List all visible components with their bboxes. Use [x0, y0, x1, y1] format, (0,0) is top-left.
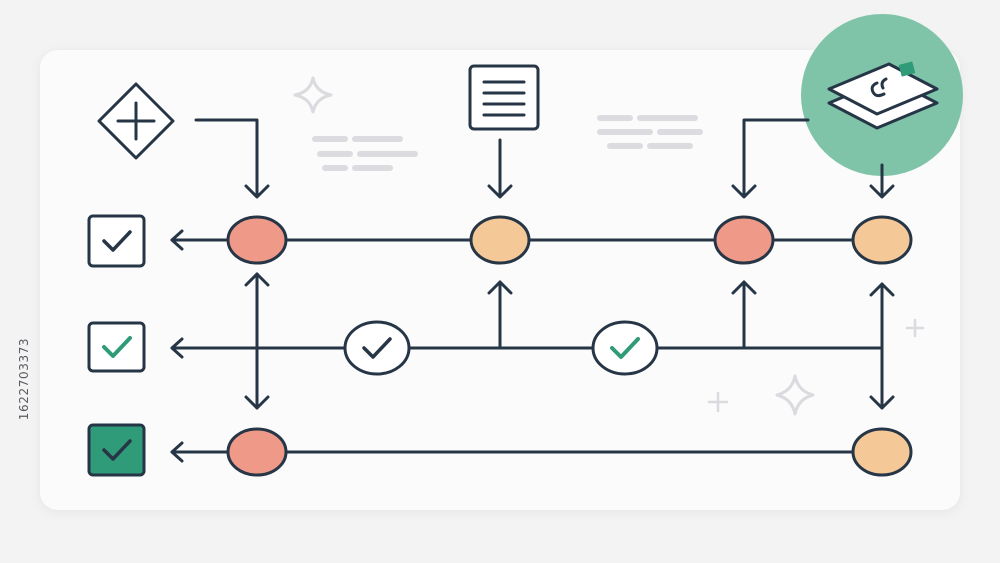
sparkle-icon: [775, 374, 815, 416]
arrowhead-up: [244, 272, 270, 287]
process-node[interactable]: [469, 215, 531, 265]
arrowhead-down: [731, 184, 757, 199]
process-node[interactable]: [226, 427, 288, 477]
check-icon: [362, 337, 392, 359]
document-lines-icon: [468, 64, 540, 131]
plus-icon: [707, 391, 729, 413]
stock-id-label: 1622703373: [17, 337, 31, 421]
arrowhead-left: [170, 337, 184, 359]
check-icon: [102, 439, 132, 461]
arrowhead-left: [170, 229, 184, 251]
sparkle-icon: [293, 76, 333, 114]
check-circle-node[interactable]: [591, 320, 659, 376]
arrowheads: [170, 184, 895, 463]
placeholder-text-right: [597, 115, 703, 149]
arrowhead-up: [869, 282, 895, 297]
process-node[interactable]: [713, 215, 775, 265]
plus-icon: [905, 318, 925, 338]
arrowhead-down: [487, 184, 513, 199]
check-icon: [102, 336, 132, 358]
arrowhead-down: [244, 395, 270, 410]
status-checkbox[interactable]: [87, 423, 146, 477]
process-node[interactable]: [226, 215, 288, 265]
arrowhead-up: [487, 280, 513, 295]
arrowhead-down: [869, 395, 895, 410]
diagram-card: [40, 50, 960, 510]
diamond-crosshair-icon: [97, 82, 175, 160]
process-node[interactable]: [851, 215, 913, 265]
check-icon: [610, 337, 640, 359]
arrowhead-up: [731, 280, 757, 295]
check-circle-node[interactable]: [343, 320, 411, 376]
placeholder-text-left: [312, 136, 418, 171]
process-node[interactable]: [851, 427, 913, 477]
status-checkbox[interactable]: [87, 321, 146, 373]
check-icon: [102, 230, 132, 252]
arrowhead-left: [170, 441, 184, 463]
stacked-layers-icon: [827, 61, 939, 130]
arrowhead-down: [244, 184, 270, 199]
status-checkbox[interactable]: [87, 214, 146, 268]
arrowhead-down: [869, 184, 895, 199]
